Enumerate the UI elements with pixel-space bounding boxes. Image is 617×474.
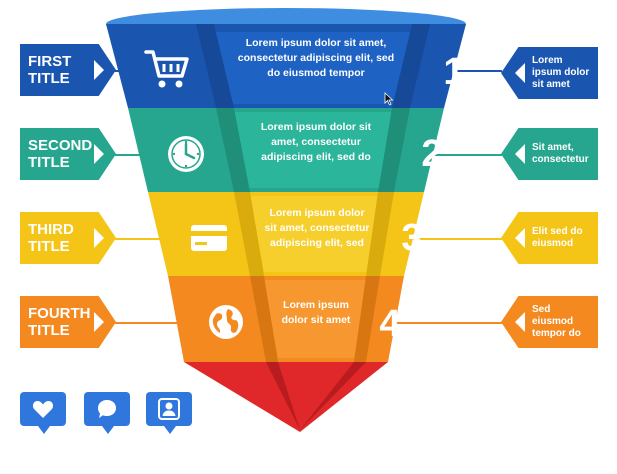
layer-3-text: Lorem ipsum dolor sit amet, consectetur … [264, 207, 370, 249]
funnel-layer-4-shade-left [250, 276, 278, 362]
title-tag-3: THIRD TITLE [20, 212, 116, 264]
globe-icon [209, 305, 243, 339]
funnel-layer-2-shade-left [216, 108, 250, 192]
title-tag-1-label: FIRST TITLE [28, 53, 72, 87]
heart-bubble[interactable] [20, 392, 66, 434]
title-tag-4-label: FOURTH TITLE [28, 305, 91, 339]
desc-tag-4: Sed eiusmod tempor do [501, 296, 598, 348]
funnel-layer-2-shade-right [378, 108, 410, 192]
funnel-layer-3-face [250, 196, 384, 272]
chevron-right-icon [94, 228, 104, 248]
chevron-right-icon [94, 60, 104, 80]
layer-4-text: Lorem ipsum dolor sit amet [281, 299, 351, 326]
funnel-tip-shade-left [266, 362, 300, 430]
title-tag-1: FIRST TITLE [20, 44, 116, 96]
chat-icon [98, 400, 116, 418]
connector-left-4 [110, 322, 192, 324]
clock-icon [168, 136, 204, 172]
funnel-layer-1-face [210, 32, 420, 104]
layer-4-number: 4 [379, 303, 401, 345]
funnel-layer-3-shade-right [366, 192, 394, 276]
funnel-layer-1-shade-right [392, 24, 430, 108]
chat-bubble[interactable] [84, 392, 130, 434]
user-icon [158, 398, 180, 420]
credit-card-icon [191, 225, 227, 251]
desc-tag-1: Lorem ipsum dolor sit amet [501, 47, 598, 99]
connector-right-1 [440, 70, 502, 72]
connector-left-3 [110, 238, 174, 240]
title-tag-2-label: SECOND TITLE [28, 137, 93, 171]
connector-right-2 [420, 154, 502, 156]
title-tag-4: FOURTH TITLE [20, 296, 116, 348]
layer-3-number: 3 [401, 217, 423, 259]
funnel-layer-1-shade-left [196, 24, 234, 108]
desc-tag-4-text: Sed eiusmod tempor do [532, 304, 581, 339]
chevron-left-icon [515, 228, 525, 248]
user-bubble[interactable] [146, 392, 192, 434]
layer-1-text: Lorem ipsum dolor sit amet, consectetur … [237, 37, 395, 79]
desc-tag-2-text: Sit amet, consectetur [532, 142, 589, 165]
funnel-layer-2-face [232, 112, 402, 188]
layer-1-number: 1 [443, 51, 465, 93]
funnel-tip-shade-right [300, 362, 366, 430]
chevron-left-icon [515, 63, 525, 83]
desc-tag-3: Elit sed do eiusmod [501, 212, 598, 264]
title-tag-2: SECOND TITLE [20, 128, 116, 180]
chevron-left-icon [515, 144, 525, 164]
mouse-cursor-icon [384, 92, 394, 106]
funnel-layer-4-face [264, 280, 368, 358]
title-tag-3-label: THIRD TITLE [28, 221, 74, 255]
layer-2-number: 2 [421, 133, 443, 175]
connector-left-1 [110, 70, 136, 72]
connector-left-2 [110, 154, 156, 156]
chevron-left-icon [515, 312, 525, 332]
connector-right-3 [400, 238, 502, 240]
layer-2-text: Lorem ipsum dolor sit amet, consectetur … [260, 121, 372, 163]
chevron-right-icon [94, 312, 104, 332]
funnel-layer-4-shade-right [354, 276, 380, 362]
shopping-cart-icon [144, 50, 189, 88]
desc-tag-1-text: Lorem ipsum dolor sit amet [532, 55, 590, 90]
funnel-layer-3-shade-left [234, 192, 264, 276]
heart-icon [32, 401, 54, 418]
connector-right-4 [384, 322, 502, 324]
chevron-right-icon [94, 144, 104, 164]
desc-tag-2: Sit amet, consectetur [501, 128, 598, 180]
desc-tag-3-text: Elit sed do eiusmod [532, 226, 583, 249]
